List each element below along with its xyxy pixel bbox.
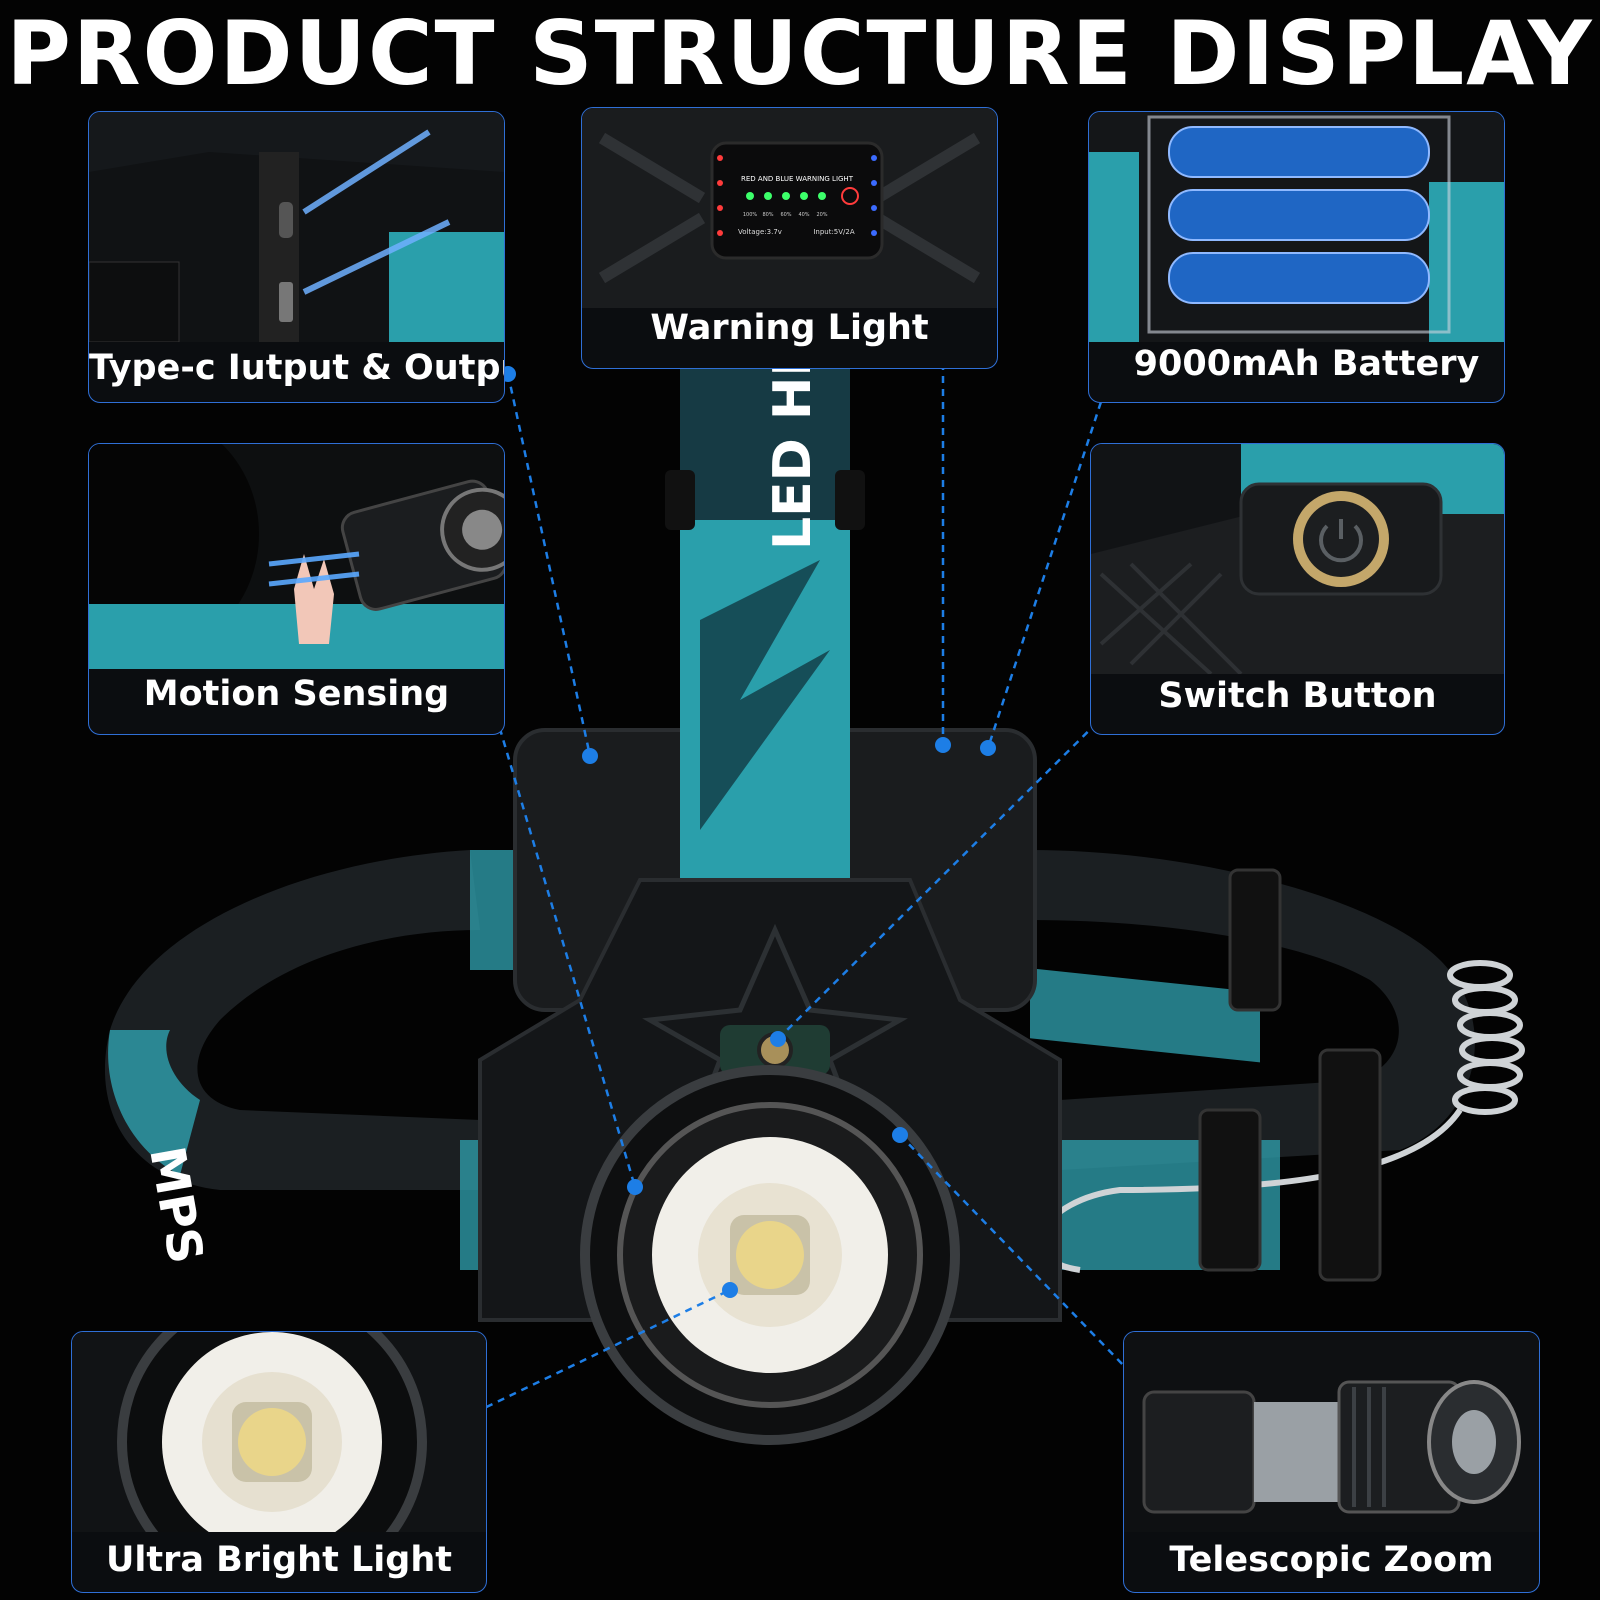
callout-switch-button: Switch Button — [1090, 443, 1505, 735]
telescopic-zoom-photo — [1124, 1332, 1539, 1532]
voltage-text: Voltage:3.7v — [738, 228, 782, 236]
level-60: 60% — [780, 212, 791, 218]
level-40: 40% — [798, 212, 809, 218]
callout-ultra-bright-label: Ultra Bright Light — [105, 1540, 453, 1580]
callout-warning-light: RED AND BLUE WARNING LIGHT 100% 80% 60% … — [581, 107, 998, 369]
callout-battery-label: 9000mAh Battery — [1133, 344, 1480, 384]
led-chip-closeup — [238, 1408, 306, 1476]
motion-sensing-photo — [89, 444, 504, 669]
callout-telescopic-zoom: Telescopic Zoom — [1123, 1331, 1540, 1593]
warning-light-photo: RED AND BLUE WARNING LIGHT 100% 80% 60% … — [582, 108, 997, 308]
callout-battery: 9000mAh Battery — [1088, 111, 1505, 403]
callout-type-c-label: Type-c Iutput & Output — [89, 348, 505, 388]
page-title: PRODUCT STRUCTURE DISPLAY — [6, 2, 1594, 105]
switch-button-icon — [757, 1032, 793, 1068]
callout-warning-light-label: Warning Light — [650, 308, 929, 348]
callout-ultra-bright: Ultra Bright Light — [71, 1331, 487, 1593]
level-80: 80% — [762, 212, 773, 218]
level-20: 20% — [816, 212, 827, 218]
battery-cells-photo — [1089, 112, 1504, 342]
switch-button-photo — [1091, 444, 1504, 674]
ultra-bright-photo — [72, 1332, 486, 1532]
callout-switch-button-label: Switch Button — [1158, 676, 1437, 716]
input-text: Input:5V/2A — [813, 228, 855, 236]
type-c-port-photo — [89, 112, 504, 342]
led-chip — [736, 1221, 804, 1289]
callout-motion-sensing: Motion Sensing — [88, 443, 505, 735]
power-button-icon — [1319, 519, 1363, 563]
level-100: 100% — [743, 212, 758, 218]
callout-type-c: Type-c Iutput & Output — [88, 111, 505, 403]
callout-motion-sensing-label: Motion Sensing — [143, 674, 450, 714]
warning-display-heading: RED AND BLUE WARNING LIGHT — [741, 175, 854, 183]
side-strap-left — [104, 850, 481, 1190]
callout-telescopic-zoom-label: Telescopic Zoom — [1169, 1540, 1494, 1580]
power-icon — [841, 187, 859, 205]
